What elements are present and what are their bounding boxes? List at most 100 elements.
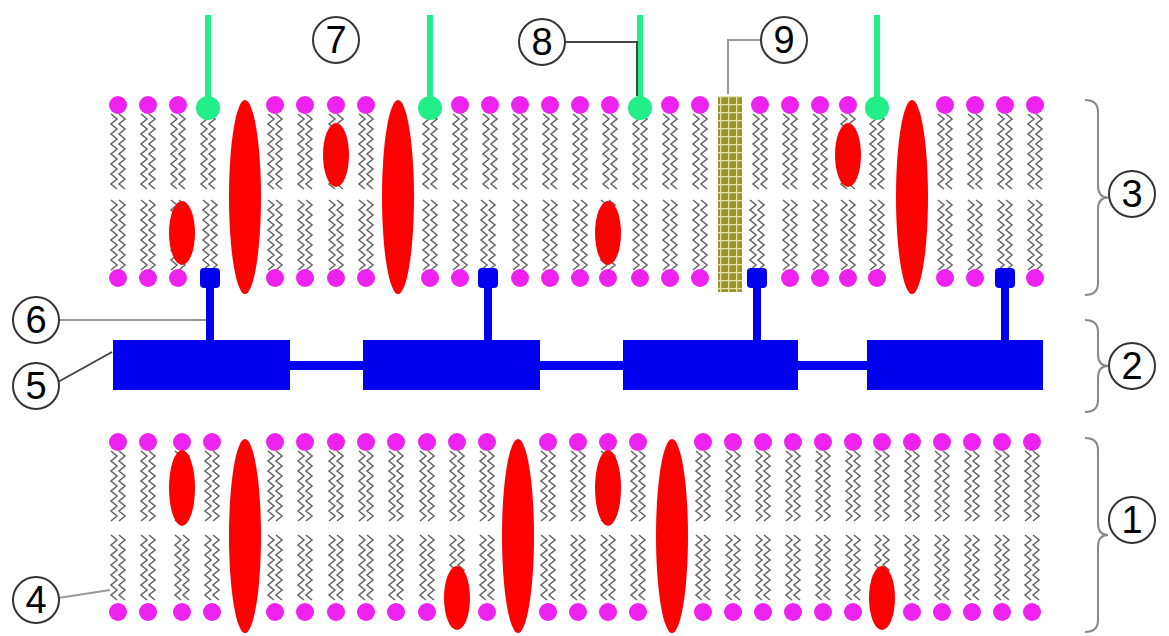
lipid-tail: [149, 114, 155, 189]
lipid-head: [169, 96, 187, 114]
lipid-tail: [696, 535, 702, 600]
lipid-tail: [663, 114, 669, 189]
lipid-head: [296, 433, 314, 451]
callout-circle: [1109, 497, 1155, 543]
lipid-head: [173, 603, 191, 621]
lipid-tail: [551, 114, 557, 189]
callout-number: 3: [1110, 172, 1154, 216]
lipid-head: [814, 433, 832, 451]
lipid-tail: [1028, 200, 1034, 270]
peptide-bridge: [290, 361, 363, 370]
lipid-tail: [824, 535, 830, 600]
callout-circle: [1109, 171, 1155, 217]
lipid-head: [357, 433, 375, 451]
lipid-head: [629, 603, 647, 621]
lipid-head: [694, 603, 712, 621]
lipid-head: [478, 603, 496, 621]
lipid-head: [296, 603, 314, 621]
lipid-tail: [726, 535, 732, 600]
lipid-tail: [641, 200, 647, 270]
lipid-tail: [581, 200, 587, 270]
lipid-tail: [883, 451, 889, 521]
lipid-tail: [1025, 451, 1031, 521]
lipid-head: [109, 603, 127, 621]
callout-number: 5: [14, 364, 58, 408]
lipid-tail: [213, 451, 219, 521]
callout-circle: [13, 297, 59, 343]
lipid-tail: [854, 535, 860, 600]
lipid-head: [541, 96, 559, 114]
lipid-head: [811, 96, 829, 114]
lipid-head: [109, 96, 127, 114]
lipopolysaccharide: [628, 15, 652, 120]
lipid-tail: [1028, 114, 1034, 189]
lipid-head: [754, 603, 772, 621]
lipid-tail: [521, 114, 527, 189]
lipid-tail: [998, 114, 1004, 189]
lipid-tail: [461, 114, 467, 189]
lipid-tail: [549, 451, 555, 521]
lipid-tail: [854, 451, 860, 521]
lipid-tail: [875, 451, 881, 521]
callout-circle: [313, 17, 359, 63]
lipid-head: [839, 269, 857, 287]
lipid-tail: [551, 200, 557, 270]
lipid-head: [173, 433, 191, 451]
lipid-tail: [1003, 535, 1009, 600]
lipid-tail: [359, 114, 365, 189]
lipid-tail: [639, 451, 645, 521]
lipid-head: [327, 269, 345, 287]
lipid-tail: [571, 535, 577, 600]
lipid-tail: [183, 535, 189, 600]
lipid-head: [966, 269, 984, 287]
lipid-tail: [389, 451, 395, 521]
lipid-head: [1026, 269, 1044, 287]
membrane-protein: [323, 123, 349, 187]
lipid-tail: [1033, 535, 1039, 600]
membrane-protein: [169, 450, 195, 526]
lipid-tail: [453, 200, 459, 270]
lipid-head: [963, 433, 981, 451]
lipid-head: [569, 433, 587, 451]
lipid-tail: [913, 451, 919, 521]
lipid-tail: [671, 114, 677, 189]
lipid-tail: [450, 451, 456, 521]
lipid-head: [327, 433, 345, 451]
lipid-tail: [758, 200, 764, 270]
lipid-tail: [141, 114, 147, 189]
lipid-tail: [171, 114, 177, 189]
lipid-head: [599, 433, 617, 451]
lipid-tail: [581, 114, 587, 189]
lipid-tail: [298, 114, 304, 189]
lipid-head: [993, 433, 1011, 451]
lipid-tail: [849, 200, 855, 270]
lipid-tail: [905, 451, 911, 521]
lipid-tail: [761, 114, 767, 189]
membrane-protein: [382, 100, 414, 294]
lipid-tail: [337, 535, 343, 600]
lipid-tail: [579, 451, 585, 521]
lipid-tail: [306, 535, 312, 600]
lipid-tail: [431, 114, 437, 189]
membrane-protein: [502, 439, 534, 633]
lipid-head: [903, 603, 921, 621]
lipid-head: [139, 603, 157, 621]
lipid-tail: [428, 535, 434, 600]
lipid-tail: [480, 451, 486, 521]
lipid-head: [511, 269, 529, 287]
lipid-head: [631, 269, 649, 287]
lipid-tail: [750, 200, 756, 270]
lipid-head: [993, 603, 1011, 621]
lipid-tail: [397, 451, 403, 521]
lipoprotein-stalk: [1001, 280, 1009, 342]
peptidoglycan-block: [113, 340, 290, 390]
callout-circle: [519, 19, 565, 65]
lipid-head: [266, 269, 284, 287]
lipid-tail: [995, 451, 1001, 521]
lipid-tail: [268, 114, 274, 189]
lipid-tail: [973, 535, 979, 600]
lipid-tail: [571, 451, 577, 521]
lipid-tail: [633, 200, 639, 270]
lipid-tail: [119, 451, 125, 521]
